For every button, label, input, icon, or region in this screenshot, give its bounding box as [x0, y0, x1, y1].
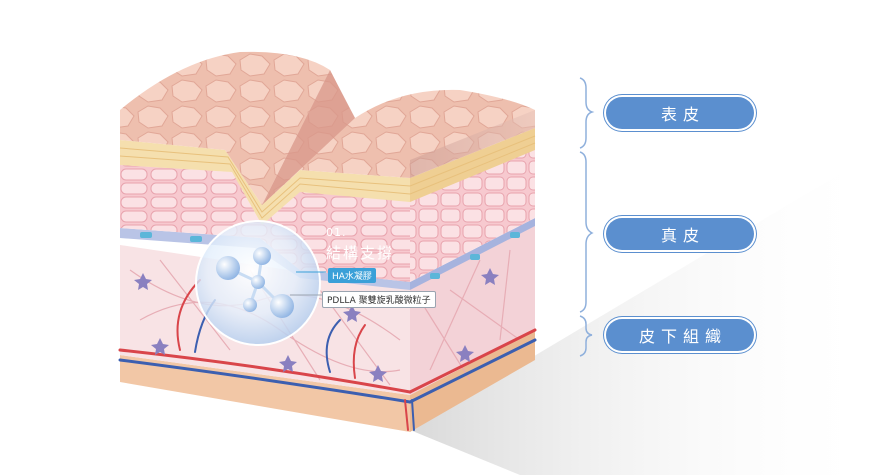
layer-label-dermis: 真皮 [606, 218, 754, 250]
layer-label-epidermis: 表皮 [606, 97, 754, 129]
dermis-cells [134, 268, 499, 382]
drop-shadow [410, 150, 880, 475]
blood-vessels [118, 279, 537, 431]
dermis-side [410, 225, 535, 395]
annotation-number: 01. [326, 226, 347, 239]
layer-label-subcutis: 皮下組織 [606, 319, 754, 351]
annotation-title: 結構支撐 [326, 244, 395, 262]
skin-surface-side-edge [410, 110, 535, 178]
epidermis-cells-side [410, 148, 535, 282]
skin-surface-top [120, 51, 330, 206]
stratum-layer-side [410, 128, 535, 202]
subcutaneous-layer-front [120, 355, 410, 432]
basal-cells [140, 232, 520, 279]
stratum-lines [119, 135, 536, 219]
layer-brackets [579, 77, 595, 357]
ha-pdlla-sphere [195, 220, 326, 346]
ha-hydrogel-label: HA水凝膠 [328, 268, 376, 283]
pdlla-microparticle-label: PDLLA 聚雙旋乳酸微粒子 [322, 291, 436, 308]
wrinkle-fold [262, 70, 355, 205]
